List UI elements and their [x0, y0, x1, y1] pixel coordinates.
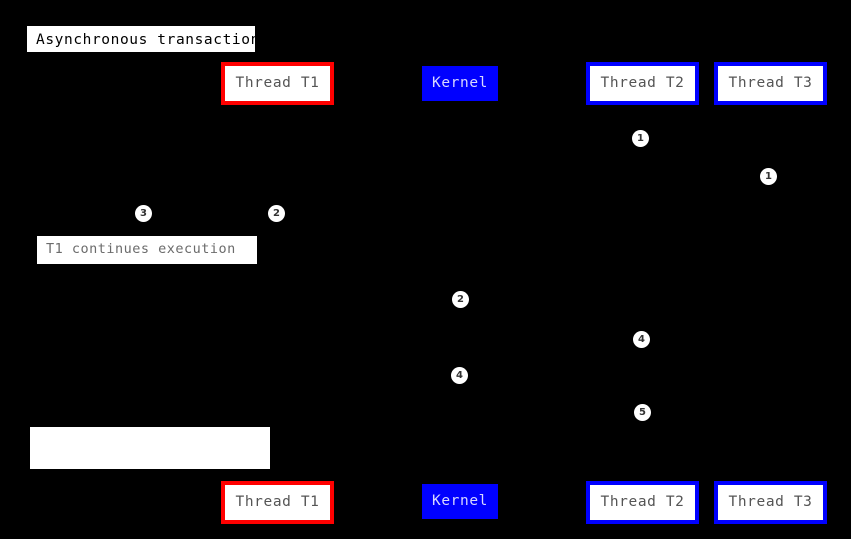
lifeline-stem-thread-t2 [643, 105, 644, 481]
note-t1-continues-execution: T1 continues execution [37, 236, 257, 264]
sequence-marker: 2 [268, 205, 285, 222]
sequence-marker: 4 [633, 331, 650, 348]
sequence-marker: 2 [452, 291, 469, 308]
lifeline-foot-kernel[interactable]: Kernel [422, 484, 498, 519]
lifeline-stem-thread-t3 [771, 105, 772, 481]
sequence-marker: 1 [632, 130, 649, 147]
sequence-marker: 4 [451, 367, 468, 384]
lifeline-foot-thread-t3[interactable]: Thread T3 [714, 481, 827, 524]
lifeline-head-thread-t3[interactable]: Thread T3 [714, 62, 827, 105]
lifeline-foot-thread-t1[interactable]: Thread T1 [221, 481, 334, 524]
lifeline-head-kernel[interactable]: Kernel [422, 66, 498, 101]
sequence-marker: 1 [760, 168, 777, 185]
lifeline-stem-thread-t1 [278, 105, 279, 481]
note-blank [30, 427, 270, 469]
lifeline-head-thread-t2[interactable]: Thread T2 [586, 62, 699, 105]
lifeline-foot-thread-t2[interactable]: Thread T2 [586, 481, 699, 524]
sequence-marker: 3 [135, 205, 152, 222]
lifeline-head-thread-t1[interactable]: Thread T1 [221, 62, 334, 105]
sequence-marker: 5 [634, 404, 651, 421]
diagram-title: Asynchronous transaction [27, 26, 259, 52]
